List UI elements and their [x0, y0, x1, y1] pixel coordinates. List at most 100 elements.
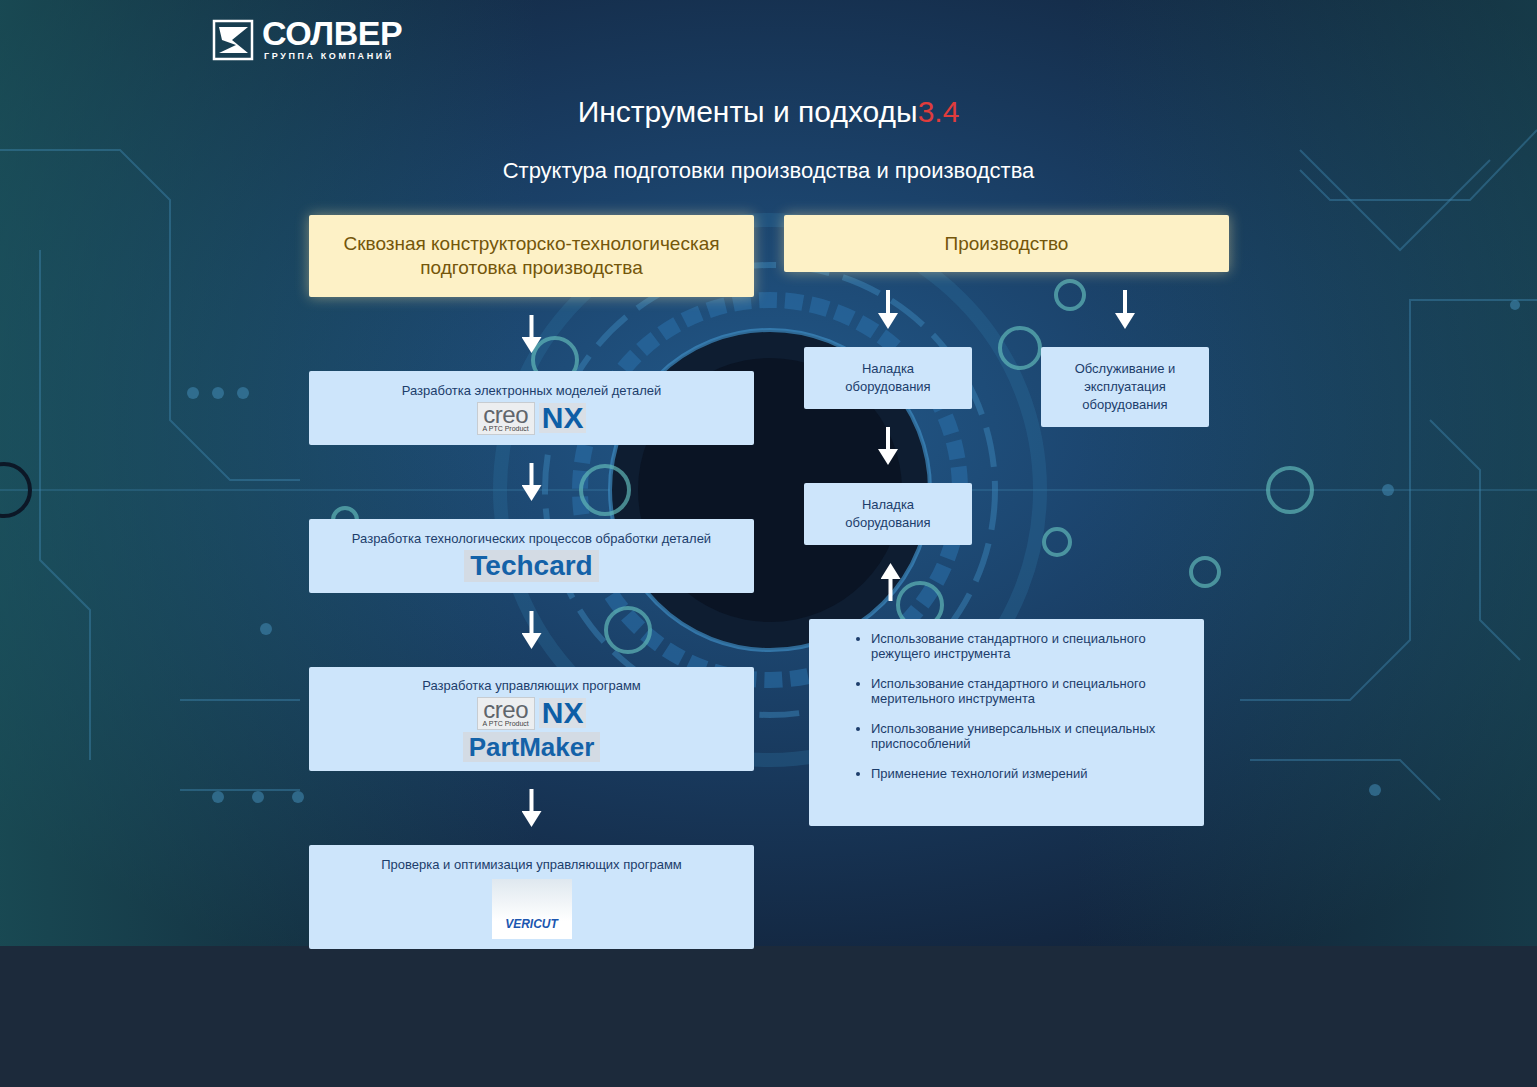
- flow-arrow: [530, 789, 534, 819]
- step-title: Разработка электронных моделей деталей: [402, 382, 662, 400]
- logo-frame: [214, 21, 252, 59]
- company-logo-icon: [214, 21, 252, 59]
- flow-arrow: [889, 571, 893, 601]
- step-title: Наладка оборудования: [824, 360, 952, 396]
- content-group: Сквозная конструкторско-технологическая …: [327, 232, 736, 280]
- process-box: Обслуживание и эксплуатация оборудования: [1041, 347, 1209, 427]
- content-row: Производство: [945, 232, 1069, 256]
- dot: [212, 791, 224, 803]
- step-title: Проверка и оптимизация управляющих прогр…: [381, 856, 682, 874]
- creo-tagline: A PTC Product: [483, 425, 529, 433]
- content-row: creoA PTC ProductNX: [477, 697, 587, 730]
- content-row: Наладка оборудования: [824, 360, 952, 396]
- content-group: Обслуживание и эксплуатация оборудования: [1061, 360, 1189, 414]
- bottom-band: [0, 946, 1537, 1087]
- content-group: NX: [539, 698, 587, 728]
- section-heading: Сквозная конструкторско-технологическая …: [327, 232, 736, 280]
- content-row: Разработка управляющих программ: [422, 677, 641, 695]
- dot: [1268, 468, 1312, 512]
- content-group: Разработка технологических процессов обр…: [352, 530, 711, 548]
- nx-logo: NX: [539, 698, 587, 728]
- content-row: Разработка технологических процессов обр…: [352, 530, 711, 548]
- dot: [1191, 558, 1219, 586]
- content-row: Проверка и оптимизация управляющих прогр…: [381, 856, 682, 874]
- subtitle: Структура подготовки производства и прои…: [0, 156, 1537, 186]
- flow-arrow: [1123, 290, 1127, 321]
- dot: [1382, 484, 1394, 496]
- process-box: Разработка управляющих программ creoA PTC…: [309, 667, 754, 771]
- dot: [1044, 529, 1070, 555]
- flow-arrow: [530, 463, 534, 493]
- step-title: Наладка оборудования: [824, 496, 952, 532]
- dot: [212, 387, 224, 399]
- content-row: Наладка оборудования: [824, 496, 952, 532]
- vericut-logo: VERICUT: [492, 879, 572, 939]
- step-title: Обслуживание и эксплуатация оборудования: [1061, 360, 1189, 414]
- process-box: Проверка и оптимизация управляющих прогр…: [309, 845, 754, 949]
- creo-logo: creo: [483, 405, 528, 425]
- content-group: Techcard: [464, 550, 598, 582]
- circuit-line: [1240, 300, 1537, 700]
- section-number: 3.4: [918, 95, 960, 128]
- content-row: VERICUT: [492, 876, 572, 939]
- tools-list-box: Использование стандартного и специальног…: [809, 619, 1204, 826]
- circuit-lines: [0, 130, 1537, 800]
- step-title: Разработка управляющих программ: [422, 677, 641, 695]
- background-tint: [0, 0, 1537, 946]
- content-row: Обслуживание и эксплуатация оборудования: [1061, 360, 1189, 414]
- list-item: Использование универсальных и специальны…: [871, 721, 1164, 751]
- dot: [1000, 328, 1040, 368]
- dot: [0, 464, 30, 516]
- content-group: Использование стандартного и специальног…: [823, 631, 1164, 796]
- dot: [237, 387, 249, 399]
- process-box: Наладка оборудования: [804, 347, 972, 409]
- dot: [606, 608, 650, 652]
- circuit-line: [40, 250, 90, 760]
- page-title: Инструменты и подходы: [578, 95, 918, 128]
- dot: [260, 623, 272, 635]
- logo-badge: creoA PTC Product: [477, 402, 535, 435]
- dot: [292, 791, 304, 803]
- flow-arrow: [530, 611, 534, 641]
- content-row: Сквозная конструкторско-технологическая …: [327, 232, 736, 280]
- content-group: NX: [539, 403, 587, 433]
- dot: [252, 791, 264, 803]
- flow-arrow: [886, 290, 890, 321]
- content-group: VERICUT: [492, 876, 572, 939]
- content-group: PartMaker: [463, 732, 601, 762]
- flow-arrow: [886, 427, 890, 457]
- section-header: Сквозная конструкторско-технологическая …: [309, 215, 754, 297]
- software-logo: PartMaker: [463, 732, 601, 762]
- content-group: Наладка оборудования: [824, 496, 952, 532]
- logo-mark: [219, 27, 248, 53]
- step-title: Разработка технологических процессов обр…: [352, 530, 711, 548]
- section-header: Производство: [784, 215, 1229, 272]
- circuit-line: [1430, 420, 1520, 660]
- creo-logo: creo: [483, 700, 528, 720]
- list-item: Применение технологий измерений: [871, 766, 1164, 781]
- content-row: Разработка электронных моделей деталей: [402, 382, 662, 400]
- section-heading: Производство: [945, 232, 1069, 256]
- software-logo: Techcard: [464, 550, 598, 582]
- logo-badge: creoA PTC Product: [477, 697, 535, 730]
- process-box: Наладка оборудования: [804, 483, 972, 545]
- content-row: Techcard: [464, 550, 598, 582]
- content-group: Наладка оборудования: [824, 360, 952, 396]
- content-row: PartMaker: [463, 732, 601, 762]
- list-item: Использование стандартного и специальног…: [871, 631, 1164, 661]
- company-tagline: ГРУППА КОМПАНИЙ: [264, 51, 394, 62]
- content-group: Проверка и оптимизация управляющих прогр…: [381, 856, 682, 874]
- dot: [1369, 784, 1381, 796]
- content-group: Разработка электронных моделей деталей: [402, 382, 662, 400]
- circuit-line: [0, 150, 300, 480]
- content-group: Разработка управляющих программ: [422, 677, 641, 695]
- dot: [1510, 300, 1520, 310]
- content-row: Использование стандартного и специальног…: [823, 631, 1164, 796]
- dot: [1056, 281, 1084, 309]
- process-box: Разработка технологических процессов обр…: [309, 519, 754, 593]
- process-box: Разработка электронных моделей деталей cr…: [309, 371, 754, 445]
- dot: [581, 466, 629, 514]
- background-fill: [0, 0, 1537, 946]
- creo-tagline: A PTC Product: [483, 720, 529, 728]
